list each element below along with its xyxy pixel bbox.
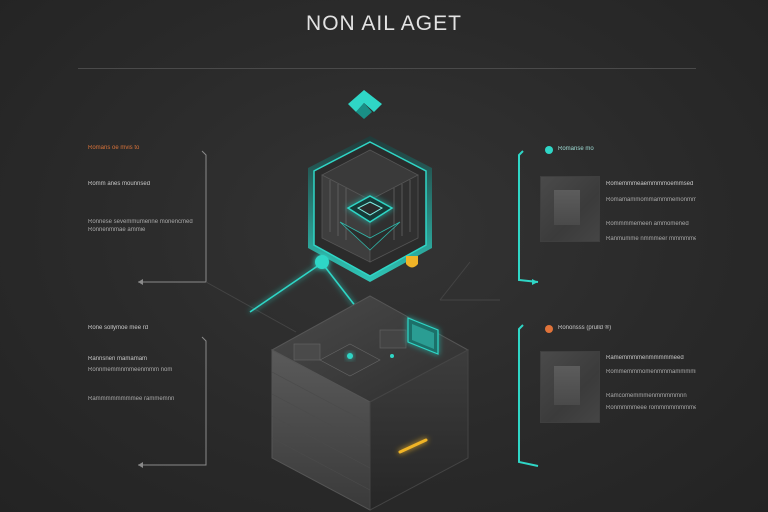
right-bottom-line-1: Ramemmmmenmmmmmeed	[606, 355, 684, 361]
teal-status-dot	[545, 146, 553, 154]
guide-lines	[205, 261, 500, 333]
right-top-thumbnail	[540, 176, 600, 242]
right-bottom-line-2: Rommemmmomenmmmammmmmm	[606, 369, 696, 375]
teal-node-icon	[315, 255, 329, 269]
left-bottom-heading: Rannsnen mamamam	[88, 356, 148, 362]
left-top-line-1: Ronnese sevemmumenne monencmed	[88, 219, 193, 225]
right-bottom-tag: Rononsss (prulld ®)	[558, 325, 612, 331]
left-top-line-2: Ronnenmmae ammie	[88, 227, 146, 233]
page-title: NON AIL AGET	[306, 12, 462, 35]
right-connector-lines	[518, 150, 539, 467]
chevron-logo-icon	[348, 90, 382, 119]
left-top-heading: Romm anes mounnsed	[88, 181, 151, 187]
left-arrowheads	[138, 279, 143, 468]
right-top-line-2: Romamammommammmemonmmmeen	[606, 197, 696, 203]
orange-status-dot	[545, 325, 553, 333]
right-bottom-line-4: Ronmmmmeee rommmmmmmmeem	[606, 405, 696, 411]
left-bottom-line-1: Ronnmemmnmmeenmmm nom	[88, 367, 173, 373]
right-arrowheads	[532, 279, 538, 285]
right-top-line-4: Ranmumme nmmmeer mmmmmeno	[606, 236, 696, 242]
left-connector-lines	[138, 150, 207, 466]
right-top-line-3: Rommmmemeen ammomened	[606, 221, 689, 227]
right-top-tag: Romanse mo	[558, 146, 594, 152]
right-bottom-thumbnail	[540, 351, 600, 423]
title-divider	[78, 68, 696, 69]
shield-badge-icon	[406, 256, 418, 268]
hexagon-server-module-icon	[308, 136, 432, 282]
left-bottom-line-2: Rammmmmmmmee rammemnn	[88, 396, 175, 402]
right-bottom-line-3: Ramcomemmmenmmmmmnn	[606, 393, 687, 399]
right-top-line-1: Romemmmeaemmmmoemmsed	[606, 181, 694, 187]
isometric-server-room-icon	[270, 295, 470, 511]
left-bottom-tag: Rone sollymoe mee rd	[88, 325, 149, 331]
left-top-tag: Romans oe mvis to	[88, 145, 140, 151]
